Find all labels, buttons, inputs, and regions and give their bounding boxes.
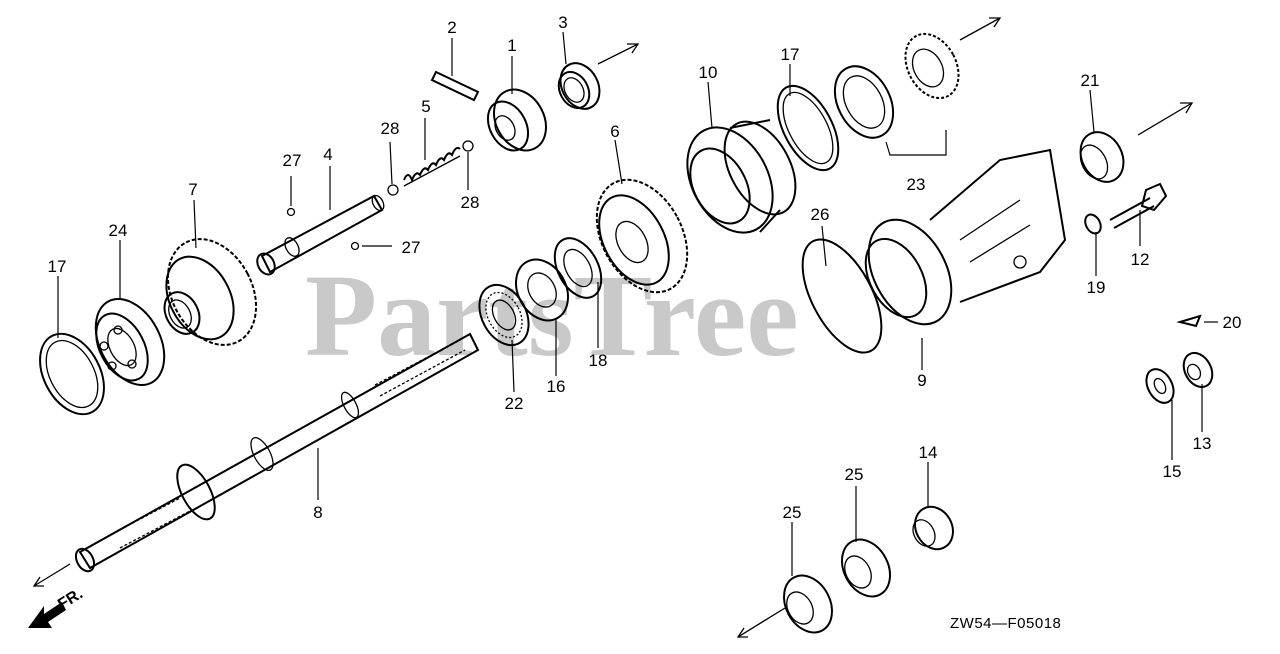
shim-18: [553, 237, 603, 299]
callout-10: 10: [699, 63, 718, 82]
needle-bearing-22: [478, 283, 530, 347]
callout-24: 24: [109, 221, 128, 240]
leader-lines: [57, 31, 1218, 576]
washer-19: [1084, 213, 1102, 235]
callout-9: 9: [917, 371, 926, 390]
direction-arrow-icon: [597, 43, 640, 65]
o-ring-26: [801, 238, 883, 354]
clutch-1: [486, 88, 547, 152]
castle-nut-13: [1182, 351, 1214, 389]
bevel-gear-6: [595, 178, 689, 294]
pin-27-upper: [286, 207, 296, 217]
washer-15-inner: [1153, 377, 1167, 395]
spring-5: [403, 146, 461, 187]
watermark: PartsTree: [305, 250, 799, 381]
taper-bearing-23: [833, 32, 960, 139]
callout-25-upper: 25: [845, 465, 864, 484]
callout-1: 1: [507, 36, 516, 55]
callout-25-lower: 25: [783, 503, 802, 522]
callout-13: 13: [1193, 434, 1212, 453]
callout-2: 2: [447, 18, 456, 37]
oil-seal-25-lower: [783, 574, 833, 634]
bevel-gear-7: [163, 238, 258, 346]
housing-10: [686, 119, 797, 234]
callout-23: 23: [907, 175, 926, 194]
washer-15: [1145, 368, 1175, 404]
callout-28-right: 28: [461, 193, 480, 212]
callout-27-lower: 27: [402, 238, 421, 257]
callout-26: 26: [811, 205, 830, 224]
gear-case-9: [864, 148, 1067, 326]
grommet-14: [912, 505, 954, 551]
callout-17-left: 17: [48, 257, 67, 276]
oil-seal-25-upper: [841, 538, 891, 598]
direction-arrow-icon: [959, 17, 1002, 41]
callout-18: 18: [589, 351, 608, 370]
seal-ring-17-right: [776, 84, 840, 172]
callout-7: 7: [188, 180, 197, 199]
callout-3: 3: [558, 13, 567, 32]
callout-21: 21: [1081, 71, 1100, 90]
callout-14: 14: [919, 443, 938, 462]
drawing-code: ZW54—F05018: [950, 615, 1061, 632]
callout-15: 15: [1163, 462, 1182, 481]
shim-18-inner: [563, 248, 593, 288]
callout-16: 16: [547, 377, 566, 396]
callout-6: 6: [610, 122, 619, 141]
needle-bearing-21: [1079, 131, 1125, 183]
direction-arrow-icon: [736, 607, 786, 638]
ball-28-right: [462, 140, 474, 152]
front-arrow-icon: [28, 602, 66, 628]
callout-19: 19: [1087, 278, 1106, 297]
cotter-pin-20: [1176, 314, 1202, 328]
pin-27-lower: [350, 241, 360, 251]
callout-28-left: 28: [381, 119, 400, 138]
propeller-shaft-8: [74, 332, 480, 573]
callout-17-right: 17: [781, 45, 800, 64]
sleeve-3: [557, 62, 601, 110]
callout-27-upper: 27: [283, 151, 302, 170]
washer-16-inner: [527, 272, 557, 308]
callout-22: 22: [505, 394, 524, 413]
seal-ring-17-left: [39, 332, 105, 416]
bracket-23: [885, 130, 947, 156]
direction-arrow-icon: [32, 563, 71, 587]
seal-ring-17-right-inner: [782, 91, 834, 165]
pin-2: [430, 70, 480, 102]
callout-4: 4: [323, 145, 332, 164]
callout-20: 20: [1223, 313, 1242, 332]
callout-12: 12: [1131, 250, 1150, 269]
callout-8: 8: [313, 503, 322, 522]
callout-5: 5: [421, 97, 430, 116]
shift-shaft-4: [256, 194, 385, 276]
bearing-24: [94, 298, 166, 386]
direction-arrow-icon: [1137, 102, 1194, 136]
ball-28-left: [387, 184, 399, 196]
bolt-12: [1109, 182, 1168, 229]
